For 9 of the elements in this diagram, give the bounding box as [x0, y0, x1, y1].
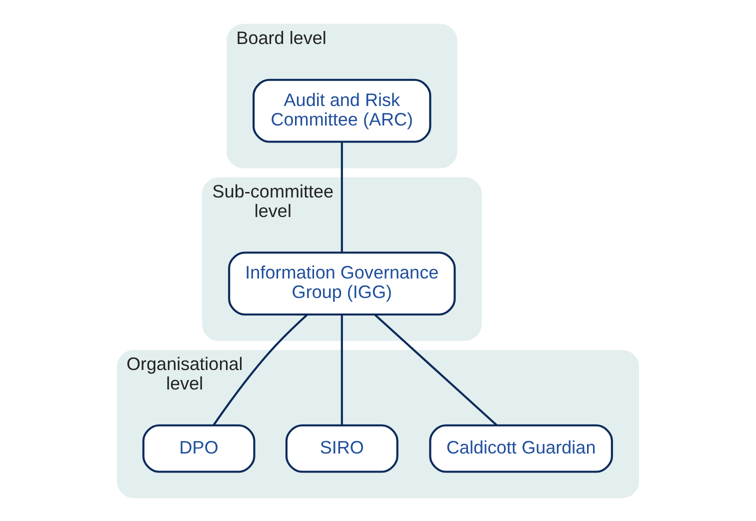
connector	[374, 313, 498, 426]
connector	[340, 142, 343, 252]
node-box: DPO	[142, 424, 256, 472]
connector	[340, 314, 343, 424]
node-box: Information Governance Group (IGG)	[228, 251, 456, 316]
node-box: Audit and Risk Committee (ARC)	[252, 78, 432, 142]
node-box: SIRO	[285, 424, 398, 472]
connector	[212, 314, 308, 426]
node-box: Caldicott Guardian	[429, 424, 613, 472]
